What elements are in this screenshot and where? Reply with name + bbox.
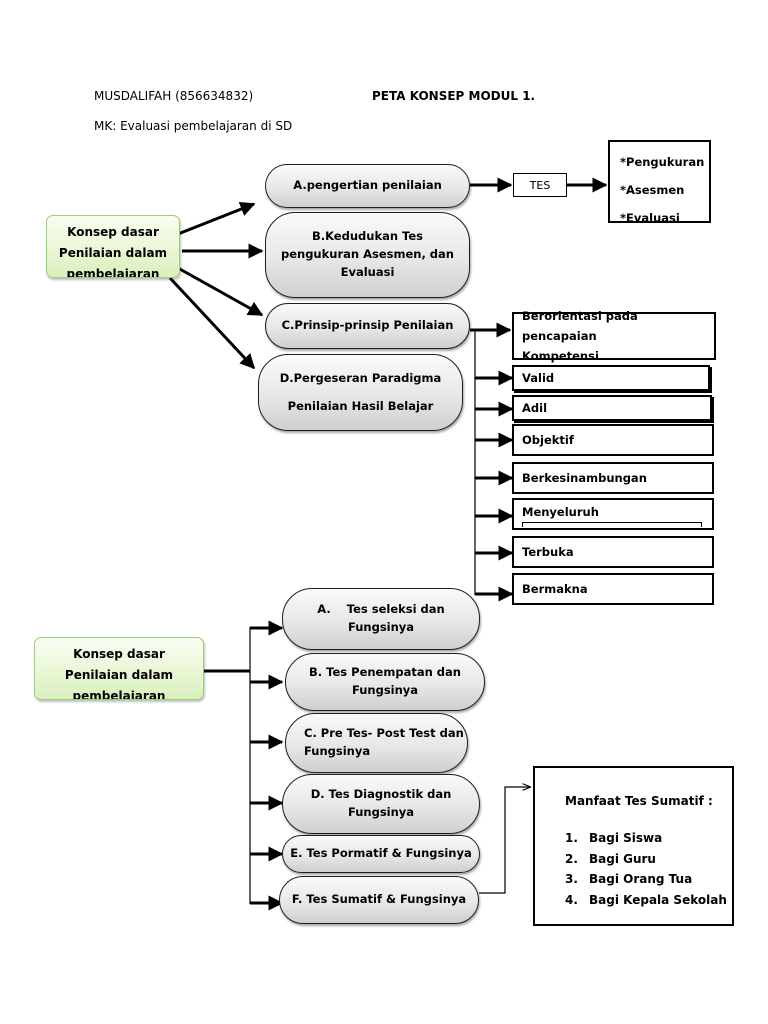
tes-part-evaluasi: *Evaluasi: [620, 211, 680, 225]
concept-node-bottom: Konsep dasar Penilaian dalam pembelajara…: [34, 637, 204, 700]
topic-d-line-3: Penilaian Hasil Belajar: [287, 398, 434, 413]
test-type-a-line-1: A. Tes seleksi dan: [317, 602, 445, 617]
concept-top-line-2: Penilaian dalam: [58, 246, 168, 260]
manfaat-item: 3. Bagi Orang Tua: [565, 869, 732, 890]
arrow-to-topic-c: [177, 266, 264, 317]
principle-6-label: Menyeluruh: [522, 505, 599, 519]
test-type-b-line-1: B. Tes Penempatan dan: [309, 665, 461, 680]
concept-bottom-line-2: Penilaian dalam: [64, 668, 174, 682]
concept-node-top: Konsep dasar Penilaian dalam pembelajara…: [46, 215, 180, 278]
test-type-b-node: B. Tes Penempatan dan Fungsinya: [285, 653, 485, 711]
course-label: MK: Evaluasi pembelajaran di SD: [94, 119, 293, 133]
test-type-d-node: D. Tes Diagnostik dan Fungsinya: [282, 774, 480, 834]
concept-top-line-1: Konsep dasar: [67, 225, 159, 239]
principle-1-line-1: Berorientasi pada pencapaian: [522, 309, 638, 343]
manfaat-item: 4. Bagi Kepala Sekolah: [565, 890, 732, 911]
manfaat-item-number: 2.: [565, 851, 578, 866]
test-type-c-line-2: Fungsinya: [304, 744, 371, 758]
principle-3: Adil: [512, 395, 712, 421]
topic-b-line-1: B.Kedudukan Tes: [311, 229, 424, 244]
manfaat-item-text: Bagi Kepala Sekolah: [589, 892, 727, 907]
topic-a-label: A.pengertian penilaian: [293, 178, 442, 193]
manfaat-item: 1. Bagi Siswa: [565, 828, 732, 849]
manfaat-item-text: Bagi Orang Tua: [589, 872, 693, 886]
page-title: PETA KONSEP MODUL 1.: [372, 89, 536, 103]
test-type-c-line-1: C. Pre Tes- Post Test dan: [304, 726, 464, 741]
manfaat-item: 2. Bagi Guru: [565, 849, 732, 870]
manfaat-item-number: 3.: [565, 872, 578, 886]
tes-part-asesmen: *Asesmen: [620, 183, 685, 197]
test-type-d-line-2: Fungsinya: [347, 805, 415, 819]
test-type-f-label: F. Tes Sumatif & Fungsinya: [291, 892, 467, 907]
manfaat-item-text: Bagi Siswa: [589, 831, 663, 845]
topic-d-line-1: D.Pergeseran Paradigma: [279, 370, 442, 385]
concept-top-line-3: pembelajaran: [66, 267, 160, 278]
principle-7: Terbuka: [512, 536, 714, 568]
topic-b-line-3: Evaluasi: [340, 264, 395, 279]
tes-part-pengukuran: *Pengukuran: [620, 155, 705, 169]
manfaat-list: 1. Bagi Siswa 2. Bagi Guru 3. Bagi Orang Tu…: [565, 828, 732, 910]
concept-bottom-line-3: pembelajaran: [72, 689, 166, 700]
test-type-e-node: E. Tes Pormatif & Fungsinya: [282, 835, 480, 873]
topic-b-node: B.Kedudukan Tes pengukuran Asesmen, dan …: [265, 212, 470, 298]
test-type-c-node: C. Pre Tes- Post Test dan Fungsinya: [285, 713, 468, 773]
manfaat-title: Manfaat Tes Sumatif :: [565, 794, 713, 808]
topic-d-node: D.Pergeseran Paradigma Penilaian Hasil B…: [258, 354, 463, 431]
test-type-d-line-1: D. Tes Diagnostik dan: [310, 787, 452, 802]
principle-1-line-2: Kompetensi: [522, 349, 599, 363]
manfaat-box: Manfaat Tes Sumatif : 1. Bagi Siswa 2. Bag…: [533, 766, 734, 926]
arrow-to-manfaat: [479, 787, 530, 894]
manfaat-item-text: Bagi Guru: [589, 851, 656, 866]
principle-4: Objektif: [512, 424, 714, 456]
arrow-to-topic-d: [168, 276, 256, 370]
topic-c-label: C.Prinsip-prinsip Penilaian: [281, 318, 454, 333]
author-label: MUSDALIFAH (856634832): [94, 89, 254, 103]
principle-6: Menyeluruh: [512, 498, 714, 530]
concept-bottom-line-1: Konsep dasar: [73, 647, 165, 661]
principle-2: Valid: [512, 365, 710, 391]
manfaat-item-number: 1.: [565, 831, 578, 845]
principle-1: Berorientasi pada pencapaian Kompetensi: [512, 309, 716, 363]
topic-c-node: C.Prinsip-prinsip Penilaian: [265, 303, 470, 349]
manfaat-item-number: 4.: [565, 892, 578, 907]
test-type-b-line-2: Fungsinya: [351, 683, 419, 697]
tes-node: TES: [513, 173, 567, 197]
arrow-to-topic-a: [177, 201, 256, 236]
test-type-a-line-2: Fungsinya: [347, 620, 415, 634]
topic-a-node: A.pengertian penilaian: [265, 164, 470, 208]
test-type-a-node: A. Tes seleksi dan Fungsinya: [282, 588, 480, 650]
test-type-f-node: F. Tes Sumatif & Fungsinya: [279, 876, 479, 924]
tes-parts-node: *Pengukuran *Asesmen *Evaluasi: [608, 140, 711, 225]
test-type-e-label: E. Tes Pormatif & Fungsinya: [290, 846, 472, 861]
principle-8: Bermakna: [512, 573, 714, 605]
principle-6-underline: [522, 522, 702, 527]
topic-b-line-2: pengukuran Asesmen, dan: [280, 247, 454, 262]
principle-5: Berkesinambungan: [512, 462, 714, 494]
